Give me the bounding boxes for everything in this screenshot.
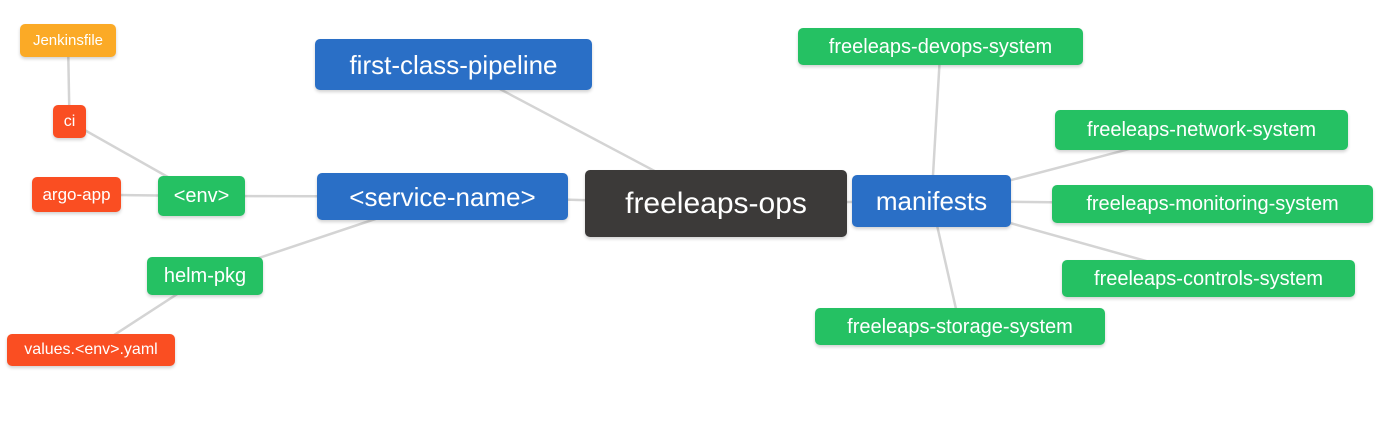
node-service-name[interactable]: <service-name> xyxy=(317,173,568,220)
node-controls-system[interactable]: freeleaps-controls-system xyxy=(1062,260,1355,297)
node-first-class-pipeline[interactable]: first-class-pipeline xyxy=(315,39,592,90)
node-freeleaps-ops[interactable]: freeleaps-ops xyxy=(585,170,847,237)
node-argo-app[interactable]: argo-app xyxy=(32,177,121,212)
node-jenkinsfile[interactable]: Jenkinsfile xyxy=(20,24,116,57)
node-ci[interactable]: ci xyxy=(53,105,86,138)
node-devops-system[interactable]: freeleaps-devops-system xyxy=(798,28,1083,65)
node-manifests[interactable]: manifests xyxy=(852,175,1011,227)
node-env[interactable]: <env> xyxy=(158,176,245,216)
node-monitoring-system[interactable]: freeleaps-monitoring-system xyxy=(1052,185,1373,223)
node-helm-pkg[interactable]: helm-pkg xyxy=(147,257,263,295)
node-storage-system[interactable]: freeleaps-storage-system xyxy=(815,308,1105,345)
node-values-env-yaml[interactable]: values.<env>.yaml xyxy=(7,334,175,366)
node-network-system[interactable]: freeleaps-network-system xyxy=(1055,110,1348,150)
